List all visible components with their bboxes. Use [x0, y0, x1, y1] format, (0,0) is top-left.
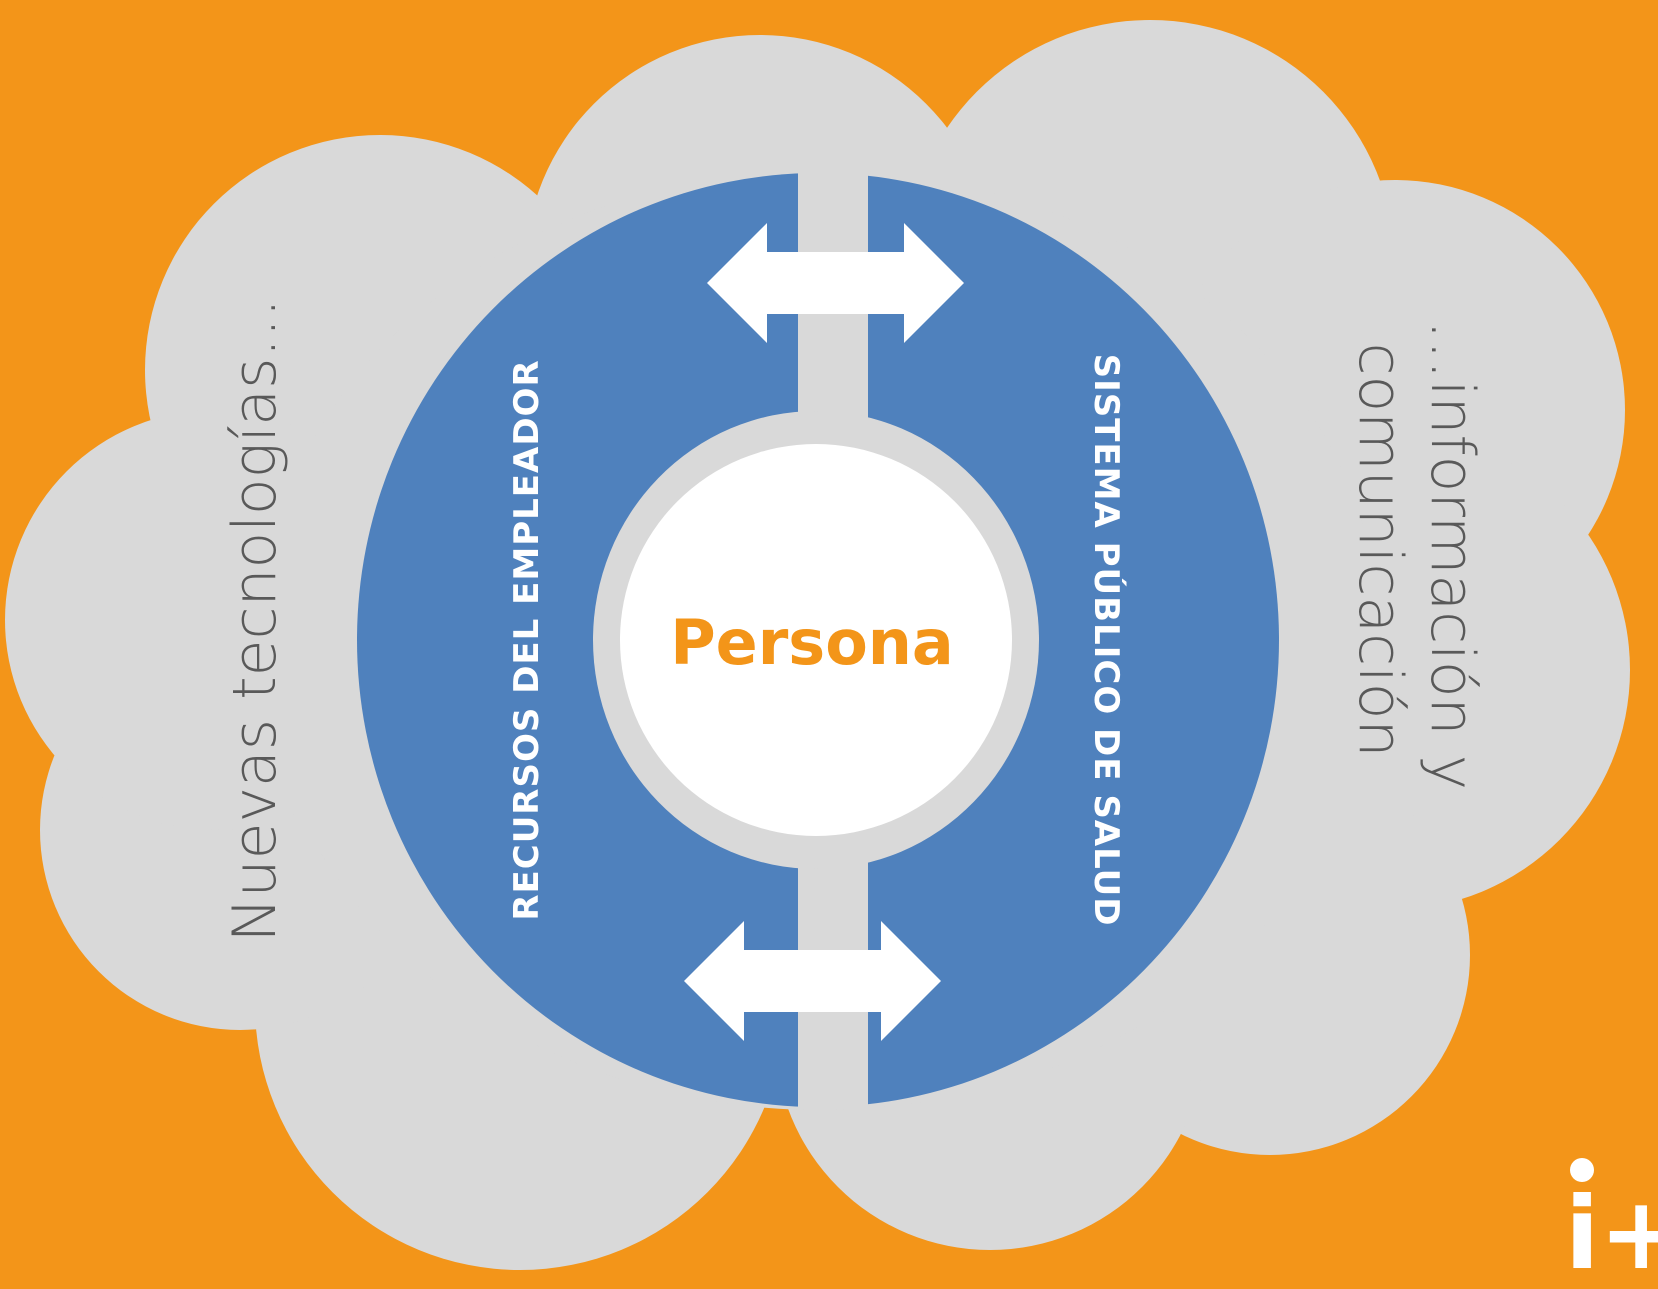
brand-logo: i+3: [1565, 1158, 1658, 1289]
left-band-label: RECURSOS DEL EMPLEADOR: [507, 359, 547, 920]
center-disc: [620, 444, 1012, 836]
right-band-label: SISTEMA PÚBLICO DE SALUD: [1086, 354, 1127, 927]
center-label: Persona: [670, 606, 954, 679]
top-double-arrow: [707, 223, 964, 343]
right-cloud-caption-line2: comunicación: [1345, 342, 1415, 757]
right-cloud-caption-line1: …información y: [1417, 320, 1487, 790]
left-cloud-caption: Nuevas tecnologías…: [220, 298, 290, 943]
logo-text: i+3: [1565, 1175, 1658, 1289]
bottom-double-arrow: [684, 921, 941, 1041]
